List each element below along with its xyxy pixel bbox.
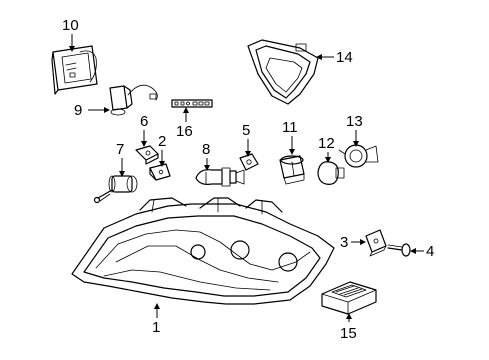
halogen-bulb xyxy=(195,167,245,187)
control-module xyxy=(321,281,377,315)
bulb-socket xyxy=(279,155,305,185)
callouts: 10 9 16 14 6 2 7 8 5 xyxy=(62,17,434,342)
headlamp-assembly xyxy=(71,197,335,305)
small-bulb xyxy=(317,161,345,185)
retaining-clip xyxy=(239,153,259,171)
igniter-with-wire xyxy=(109,84,158,116)
ballast-control-unit xyxy=(51,45,98,95)
callout-8: 8 xyxy=(202,141,210,158)
callout-4: 4 xyxy=(426,243,434,260)
bracket-clip xyxy=(135,145,159,165)
headlamp-seal xyxy=(247,39,319,105)
callout-16: 16 xyxy=(176,123,193,140)
callout-10: 10 xyxy=(62,17,79,34)
callout-3: 3 xyxy=(340,234,348,251)
turn-signal-socket xyxy=(338,144,379,168)
warning-label xyxy=(171,99,213,108)
callout-2: 2 xyxy=(158,133,166,150)
callout-14: 14 xyxy=(336,49,353,66)
callout-7: 7 xyxy=(116,141,124,158)
callout-15: 15 xyxy=(340,325,357,342)
socket-adjuster xyxy=(93,175,138,204)
callout-1: 1 xyxy=(152,319,160,336)
mounting-bracket xyxy=(149,163,171,181)
callout-6: 6 xyxy=(140,113,148,130)
callout-11: 11 xyxy=(282,119,298,136)
callout-5: 5 xyxy=(242,122,250,139)
callout-9: 9 xyxy=(74,102,82,119)
callout-13: 13 xyxy=(346,113,363,130)
mounting-screw xyxy=(387,243,411,257)
callout-12: 12 xyxy=(318,135,335,152)
adjuster-bracket xyxy=(365,229,387,257)
